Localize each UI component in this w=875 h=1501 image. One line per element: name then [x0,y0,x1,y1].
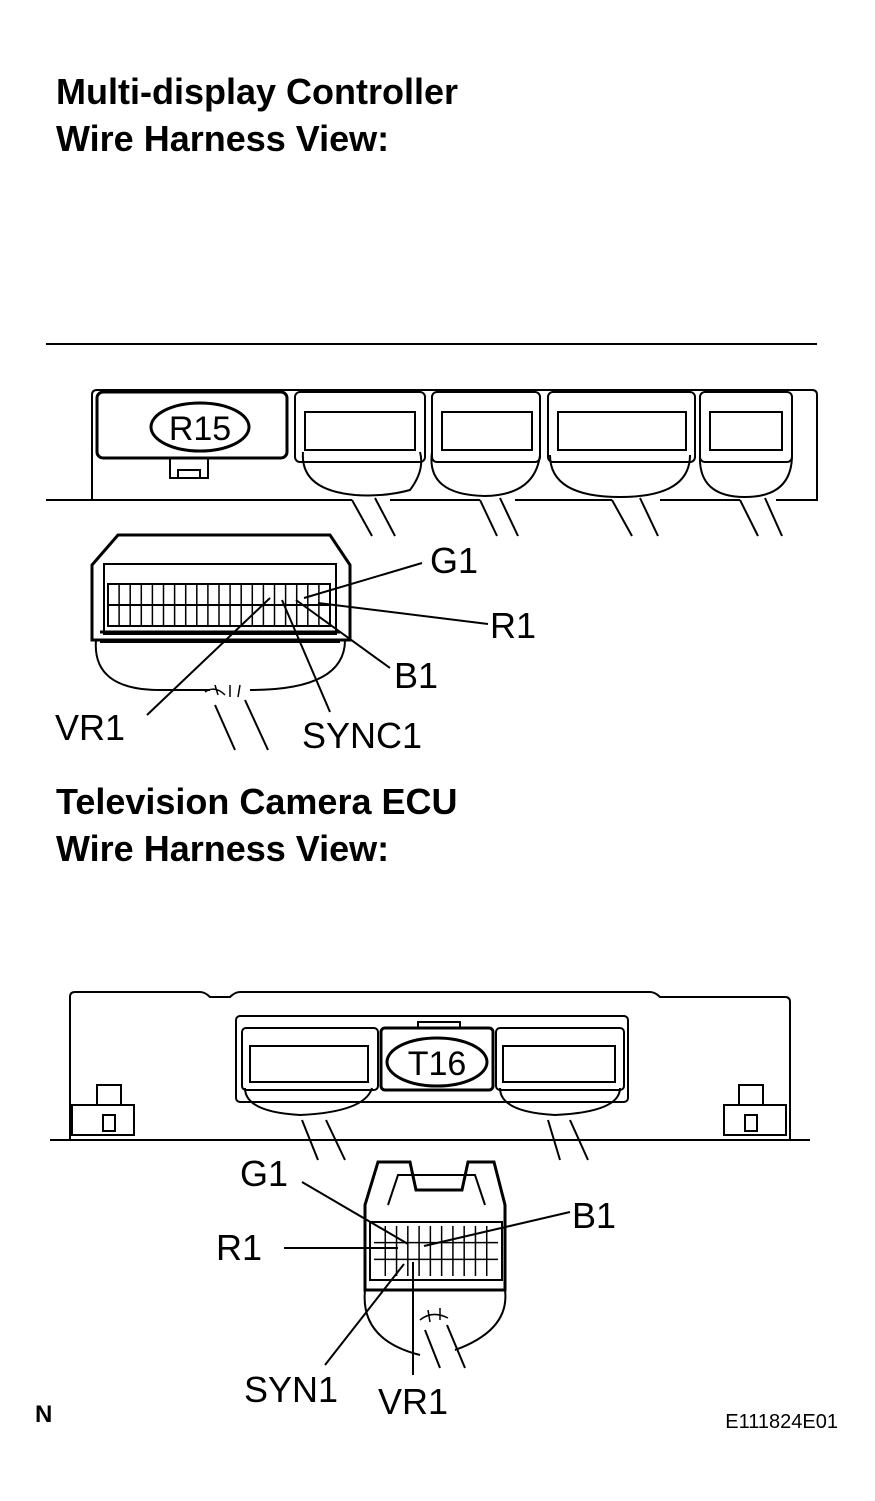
pin-leader-lines-2 [284,1181,571,1375]
pin-label-b1: B1 [394,655,438,696]
ecu-body [69,991,791,1140]
television-camera-ecu-heading: Television Camera ECU Wire Harness View: [56,778,457,872]
connector-id-label: T16 [408,1045,467,1083]
connector-id-oval [149,401,251,453]
connector-id-oval [385,1036,489,1088]
pin-label-r1: R1 [490,605,536,646]
enlarged-connector-t16 [363,1160,507,1369]
multi-display-controller-heading: Multi-display Controller Wire Harness Vi… [56,68,458,162]
pin-label-g1: G1 [430,540,478,581]
corner-mark: N [35,1401,52,1428]
enlarged-connector-r15 [90,533,352,751]
heading-line-2: Wire Harness View: [56,118,390,159]
harness-connector-2 [430,391,541,537]
harness-connector-4 [698,391,793,537]
harness-connector-1 [294,391,426,537]
pin-leader-lines-1 [146,562,489,716]
television-camera-ecu-unit: T16 [50,991,810,1161]
pin-label-vr1: VR1 [378,1381,448,1422]
harness-connector-3 [547,391,696,537]
unit-body [46,389,818,501]
connector-id-label: R15 [169,410,231,448]
pin-label-r1: R1 [216,1227,262,1268]
pin-label-vr1: VR1 [55,707,125,748]
heading-line-2: Wire Harness View: [56,828,390,869]
ecu-harness-connector-right [495,1027,625,1161]
multi-display-controller-unit: R15 [46,343,818,537]
heading-line-1: Multi-display Controller [56,71,459,112]
pin-label-g1: G1 [240,1153,288,1194]
heading-line-1: Television Camera ECU [56,781,458,822]
pin-label-syn1: SYN1 [244,1369,338,1410]
ecu-harness-connector-left [241,1027,379,1161]
figure-code: E111824E01 [725,1411,838,1433]
pin-label-b1: B1 [572,1195,616,1236]
pin-label-sync1: SYNC1 [302,715,422,756]
